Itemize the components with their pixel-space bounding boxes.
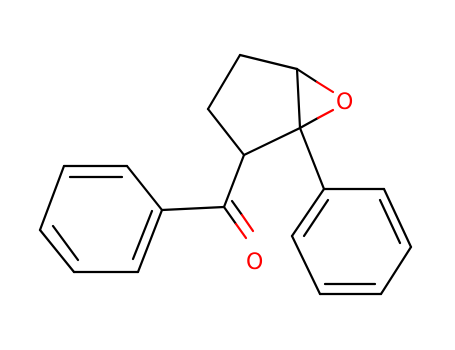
bond — [238, 53, 299, 71]
bond — [234, 222, 248, 240]
bond — [382, 187, 413, 249]
bond — [379, 245, 413, 296]
bond — [125, 164, 164, 212]
bond — [316, 108, 335, 120]
bond — [315, 80, 335, 94]
epoxide-oxygen-label: O — [336, 90, 353, 115]
carbonyl-group: O — [160, 153, 263, 275]
bond — [240, 213, 255, 233]
benzoyl-phenyl-ring — [38, 164, 164, 274]
cyclopentane-ring — [206, 53, 302, 157]
bond — [298, 116, 320, 130]
bond — [38, 228, 76, 274]
bond — [206, 107, 246, 157]
aromatic-bond — [51, 224, 80, 262]
bond — [230, 199, 244, 217]
phenyl-ring — [290, 126, 413, 296]
epoxide-ring: O — [295, 67, 353, 130]
bond — [290, 234, 322, 296]
bond — [38, 164, 66, 232]
bond — [160, 205, 226, 212]
bond — [222, 205, 238, 226]
bond — [290, 187, 326, 238]
aromatic-bond — [302, 198, 330, 238]
aromatic-bond — [378, 198, 402, 245]
aromatic-bond — [131, 209, 154, 261]
bond — [298, 126, 326, 191]
bond — [242, 126, 302, 157]
bond — [222, 153, 246, 209]
bond — [295, 67, 302, 130]
ketone-oxygen-label: O — [246, 250, 263, 275]
bond — [136, 208, 164, 274]
bond — [206, 53, 242, 111]
bond — [295, 67, 319, 84]
